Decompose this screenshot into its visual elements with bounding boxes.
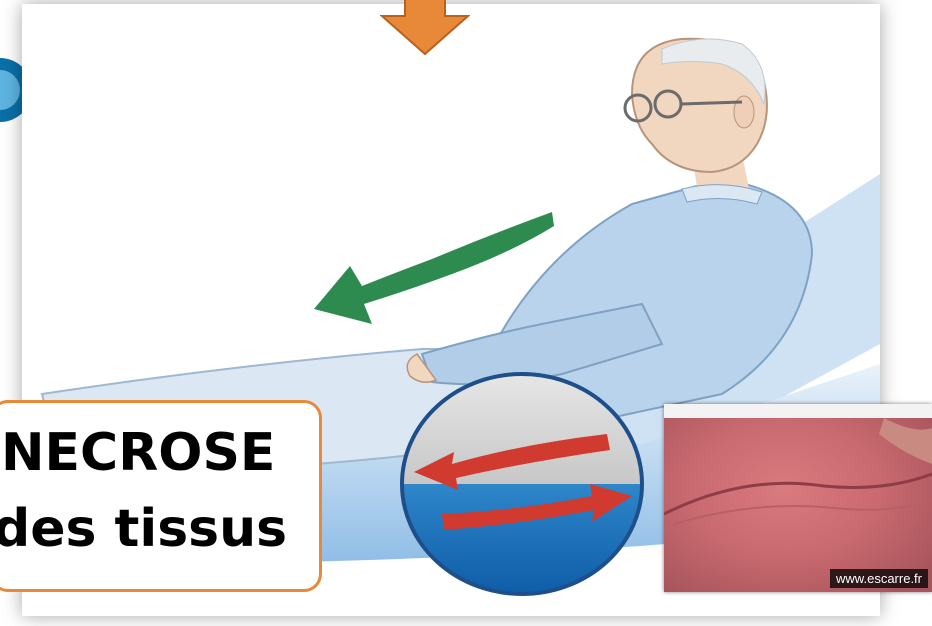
down-arrow-icon xyxy=(380,0,470,58)
skin-lesion-photo: www.escarre.fr xyxy=(664,404,932,592)
necrosis-label-box: NECROSE des tissus xyxy=(0,400,322,592)
magnifier-lens xyxy=(402,374,642,594)
label-line-2: des tissus xyxy=(0,499,315,559)
skin-photo-image xyxy=(664,404,932,592)
photo-watermark: www.escarre.fr xyxy=(830,569,928,588)
label-line-1: NECROSE xyxy=(1,423,323,483)
